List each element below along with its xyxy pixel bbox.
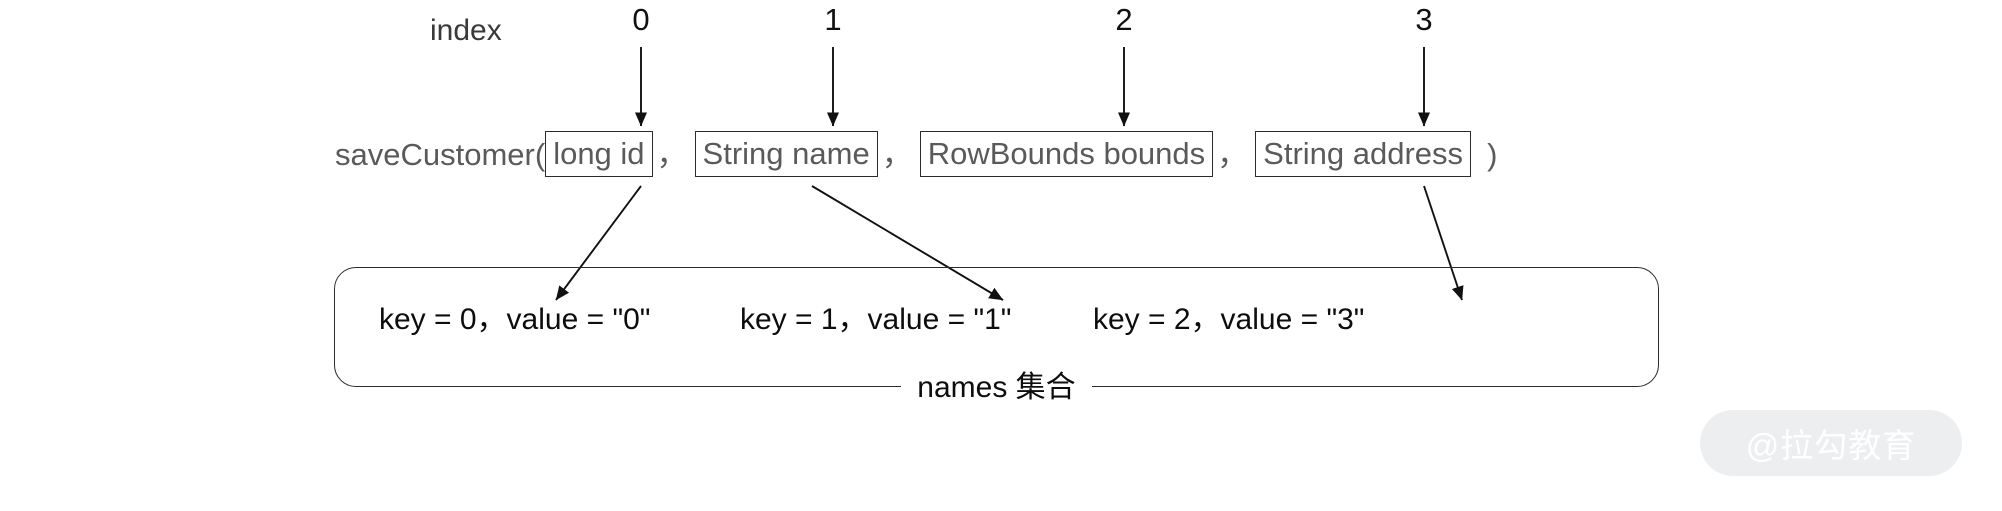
- closing-paren: ): [1487, 136, 1498, 172]
- index-number-0: 0: [632, 2, 650, 37]
- names-collection-box: key = 0，value = "0" key = 1，value = "1" …: [334, 267, 1659, 387]
- key-value-entry-1: key = 1，value = "1": [740, 303, 1012, 336]
- key-value-row: key = 0，value = "0" key = 1，value = "1" …: [335, 290, 1658, 350]
- index-number-3: 3: [1415, 2, 1433, 37]
- param-separator-0: ，: [656, 136, 688, 172]
- watermark-badge: @拉勾教育: [1700, 410, 1962, 476]
- watermark-text: @拉勾教育: [1745, 427, 1917, 464]
- param-box-long-id: long id: [545, 131, 653, 177]
- index-label: index: [430, 14, 502, 47]
- method-name-prefix: saveCustomer(: [335, 136, 546, 172]
- param-separator-1: ，: [881, 136, 913, 172]
- key-value-entry-0: key = 0，value = "0": [379, 303, 651, 336]
- param-box-rowbounds-bounds: RowBounds bounds: [919, 131, 1214, 177]
- names-collection-caption: names 集合: [334, 362, 1659, 406]
- key-value-entry-2: key = 2，value = "3": [1093, 303, 1365, 336]
- index-number-1: 1: [824, 2, 842, 37]
- index-number-2: 2: [1115, 2, 1133, 37]
- param-box-string-address: String address: [1255, 131, 1472, 177]
- method-signature: saveCustomer( long id ， String name ， Ro…: [335, 130, 1497, 178]
- param-separator-2: ，: [1217, 136, 1249, 172]
- param-box-string-name: String name: [694, 131, 878, 177]
- names-collection-caption-text: names 集合: [901, 371, 1092, 404]
